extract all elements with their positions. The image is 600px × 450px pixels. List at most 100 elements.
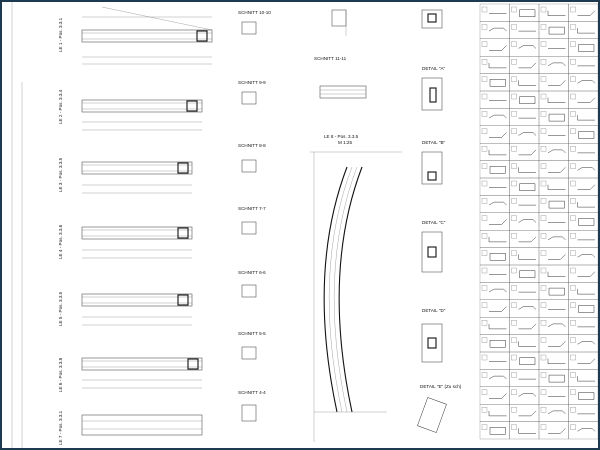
schedule-cell	[538, 3, 569, 22]
schedule-cell	[568, 334, 598, 353]
schedule-cell	[568, 247, 598, 266]
schedule-cell	[568, 421, 598, 440]
schedule-cell	[479, 282, 510, 300]
schedule-cell	[568, 351, 598, 370]
schedule-cell	[509, 160, 540, 179]
detail-column[interactable]: DETAIL "A" DETAIL "B" DETAIL "C" DETAIL …	[417, 9, 462, 433]
svg-text:SCHNITT 7-7: SCHNITT 7-7	[238, 206, 266, 211]
schedule-cell	[509, 299, 540, 318]
beam-elevation-6[interactable]: LE 6 - Pos. 3.3.8	[58, 357, 203, 392]
schedule-cell	[509, 247, 540, 266]
schedule-cell	[509, 56, 540, 74]
left-margin	[11, 2, 23, 448]
schedule-cell	[479, 230, 510, 248]
beam-title: LE 5 - Pos. 3.3.5	[58, 291, 63, 326]
detail-c[interactable]: DETAIL "C"	[421, 220, 446, 273]
schedule-cell	[509, 264, 540, 283]
detail-d[interactable]: DETAIL "D"	[421, 308, 446, 363]
svg-text:DETAIL "C": DETAIL "C"	[422, 220, 446, 225]
beam-title: LE 6 - Pos. 3.3.8	[58, 357, 63, 392]
section-5[interactable]: SCHNITT 5-5	[238, 331, 266, 360]
schedule-cell	[509, 317, 540, 335]
svg-text:SCHNITT 4-4: SCHNITT 4-4	[238, 390, 266, 395]
schedule-cell	[568, 56, 598, 74]
section-column[interactable]: SCHNITT 10-10 SCHNITT 9-9 SCHNITT 8-8 SC…	[238, 10, 271, 422]
schedule-cell	[568, 195, 598, 213]
schedule-cell	[509, 38, 540, 57]
schedule-cell	[538, 177, 569, 196]
schedule-cell	[509, 90, 540, 109]
section-11[interactable]: SCHNITT 11-11	[314, 56, 367, 99]
beam-elevation-2[interactable]: LE 2 - Pos. 3.3.4	[58, 89, 203, 131]
beam-elevation-4[interactable]: LE 4 - Pos. 3.3.6	[58, 224, 193, 259]
detail-e[interactable]: DETAIL "E" (Zu sch)	[417, 384, 462, 433]
schedule-cell	[568, 21, 598, 39]
schedule-cell	[568, 404, 598, 422]
schedule-cell	[479, 108, 510, 126]
schedule-cell	[479, 56, 510, 74]
schedule-cell	[568, 73, 598, 92]
schedule-cell	[538, 108, 569, 126]
schedule-cell	[538, 56, 569, 74]
schedule-cell	[568, 230, 598, 248]
schedule-cell	[568, 317, 598, 335]
schedule-cell	[509, 195, 540, 213]
schedule-cell	[479, 334, 510, 353]
schedule-cell	[538, 230, 569, 248]
detail-b[interactable]: DETAIL "B"	[421, 140, 446, 185]
schedule-cell	[538, 212, 569, 231]
schedule-cell	[509, 108, 540, 126]
schedule-cell	[568, 264, 598, 283]
schedule-cell	[479, 247, 510, 266]
beam-elevation-7[interactable]: LE 7 - Pos. 3.3.1	[58, 410, 203, 445]
schedule-cell	[568, 143, 598, 161]
top-right-detail[interactable]	[421, 9, 443, 29]
schedule-cell	[568, 299, 598, 318]
svg-text:DETAIL "A": DETAIL "A"	[422, 66, 446, 71]
schedule-cell	[538, 386, 569, 405]
bending-schedule-grid[interactable]	[479, 3, 598, 440]
schedule-cell	[538, 143, 569, 161]
schedule-cell	[479, 212, 510, 231]
section-4[interactable]: SCHNITT 4-4	[238, 390, 266, 422]
beam-title: LE 1 - Pos. 3.3.1	[58, 17, 63, 52]
schedule-cell	[479, 177, 510, 196]
schedule-cell	[568, 125, 598, 144]
schedule-cell	[568, 38, 598, 57]
schedule-cell	[568, 90, 598, 109]
schedule-cell	[479, 264, 510, 283]
schedule-cell	[538, 73, 569, 92]
beam-elevation-3[interactable]: LE 3 - Pos. 3.3.5	[58, 157, 193, 194]
detail-a[interactable]: DETAIL "A"	[421, 66, 446, 111]
section-9[interactable]: SCHNITT 9-9	[238, 80, 266, 105]
svg-text:SCHNITT 10-10: SCHNITT 10-10	[238, 10, 271, 15]
schedule-cell	[568, 369, 598, 387]
schedule-cell	[568, 3, 598, 22]
schedule-cell	[538, 264, 569, 283]
schedule-cell	[509, 404, 540, 422]
schedule-cell	[509, 386, 540, 405]
schedule-cell	[509, 369, 540, 387]
schedule-cell	[509, 73, 540, 92]
schedule-cell	[479, 73, 510, 92]
schedule-cell	[479, 195, 510, 213]
section-8[interactable]: SCHNITT 8-8	[238, 143, 266, 173]
schedule-cell	[479, 351, 510, 370]
beam-title: LE 3 - Pos. 3.3.5	[58, 157, 63, 192]
schedule-cell	[568, 386, 598, 405]
beam-elevation-1[interactable]: LE 1 - Pos. 3.3.1	[58, 6, 213, 65]
svg-text:SCHNITT 6-6: SCHNITT 6-6	[238, 270, 266, 275]
schedule-cell	[568, 282, 598, 300]
section-10[interactable]: SCHNITT 10-10	[238, 10, 271, 35]
schedule-cell	[509, 282, 540, 300]
curved-beam[interactable]: LE 8 - Pos. 3.3.5 M 1:25	[310, 134, 402, 442]
section-7[interactable]: SCHNITT 7-7	[238, 206, 266, 235]
svg-text:DETAIL "E" (Zu sch): DETAIL "E" (Zu sch)	[420, 384, 462, 389]
section-6[interactable]: SCHNITT 6-6	[238, 270, 266, 298]
svg-text:SCHNITT 5-5: SCHNITT 5-5	[238, 331, 266, 336]
beam-elevation-5[interactable]: LE 5 - Pos. 3.3.5	[58, 291, 193, 326]
schedule-cell	[538, 317, 569, 335]
top-center-detail[interactable]	[331, 9, 347, 36]
